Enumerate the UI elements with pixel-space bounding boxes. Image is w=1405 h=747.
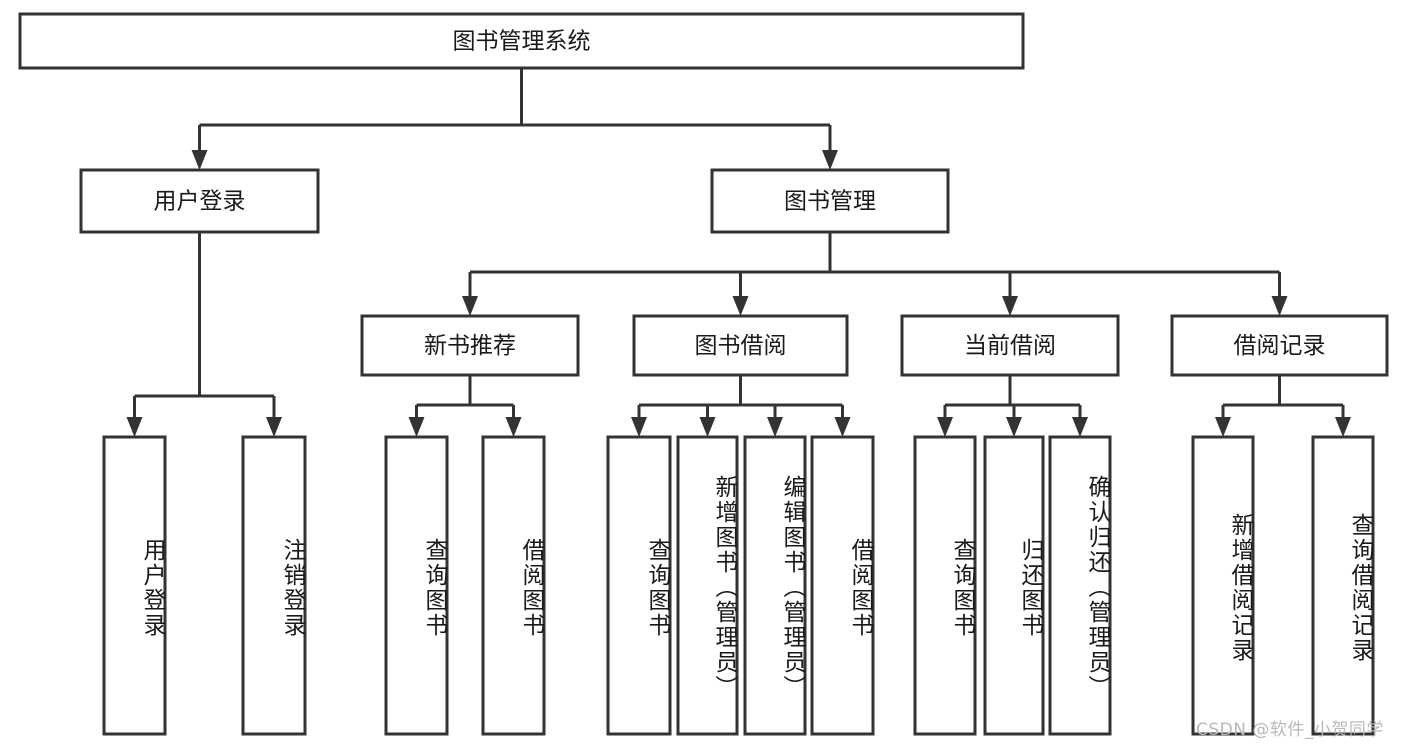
node-box-book-borrow[interactable] — [632, 314, 849, 377]
arrow-head-user-login-to-leaf-logout — [266, 417, 282, 437]
arrow-head-book-manage-to-book-borrow — [732, 296, 749, 316]
node-box-leaf-confirm-return-admin[interactable] — [1048, 435, 1112, 736]
node-box-borrow-record[interactable] — [1170, 314, 1389, 377]
node-label-book-borrow: 图书借阅 — [695, 333, 787, 359]
node-box-leaf-add-borrow-record[interactable] — [1191, 435, 1255, 736]
arrow-head-new-book-recommend-to-leaf-query-book-rec — [408, 417, 425, 437]
arrow-head-root-to-user-login — [191, 150, 208, 170]
arrow-head-book-manage-to-borrow-record — [1271, 296, 1288, 316]
arrow-head-book-manage-to-new-book-recommend — [462, 296, 478, 316]
node-box-user-login[interactable] — [79, 168, 320, 234]
node-label-current-borrow: 当前借阅 — [964, 333, 1056, 359]
node-box-leaf-user-login[interactable] — [102, 435, 167, 736]
arrow-head-book-borrow-to-leaf-query-book-borrow — [631, 417, 647, 437]
csdn-watermark: CSDN @软件_小贺同学 — [1196, 720, 1384, 740]
arrow-head-root-to-book-manage — [822, 150, 838, 170]
arrow-head-current-borrow-to-leaf-query-book-cur — [937, 417, 953, 437]
node-box-leaf-query-book-borrow[interactable] — [606, 435, 672, 736]
node-box-leaf-query-book-cur[interactable] — [913, 435, 977, 736]
arrow-head-new-book-recommend-to-leaf-borrow-book-rec — [505, 417, 522, 437]
node-box-current-borrow[interactable] — [900, 314, 1120, 377]
node-label-new-book-recommend: 新书推荐 — [424, 333, 516, 359]
node-box-leaf-query-borrow-record[interactable] — [1311, 435, 1375, 736]
node-box-book-manage[interactable] — [710, 168, 950, 234]
arrow-head-current-borrow-to-leaf-return-book — [1006, 417, 1022, 437]
node-box-root[interactable] — [18, 12, 1025, 70]
node-box-layer — [18, 12, 1389, 736]
node-box-leaf-return-book[interactable] — [983, 435, 1045, 736]
arrow-head-book-manage-to-current-borrow — [1002, 296, 1018, 316]
node-label-root: 图书管理系统 — [453, 29, 591, 55]
node-label-borrow-record: 借阅记录 — [1234, 333, 1326, 359]
node-box-leaf-query-book-rec[interactable] — [384, 435, 449, 736]
arrow-head-book-borrow-to-leaf-add-book-admin — [699, 417, 716, 437]
node-label-book-manage: 图书管理 — [784, 189, 876, 215]
arrow-head-borrow-record-to-leaf-add-borrow-record — [1215, 417, 1231, 437]
arrow-head-current-borrow-to-leaf-confirm-return-admin — [1072, 417, 1088, 437]
node-label-user-login: 用户登录 — [154, 189, 246, 215]
node-box-leaf-edit-book-admin[interactable] — [743, 435, 807, 736]
arrow-head-book-borrow-to-leaf-borrow-book — [834, 417, 851, 437]
node-box-leaf-borrow-book[interactable] — [810, 435, 875, 736]
node-box-leaf-logout[interactable] — [241, 435, 307, 736]
connector-layer — [126, 68, 1351, 437]
arrow-head-borrow-record-to-leaf-query-borrow-record — [1335, 417, 1351, 437]
arrow-head-book-borrow-to-leaf-edit-book-admin — [767, 417, 783, 437]
node-box-leaf-borrow-book-rec[interactable] — [481, 435, 546, 736]
node-box-new-book-recommend[interactable] — [360, 314, 580, 377]
arrow-head-user-login-to-leaf-user-login — [126, 417, 143, 437]
node-box-leaf-add-book-admin[interactable] — [676, 435, 739, 736]
